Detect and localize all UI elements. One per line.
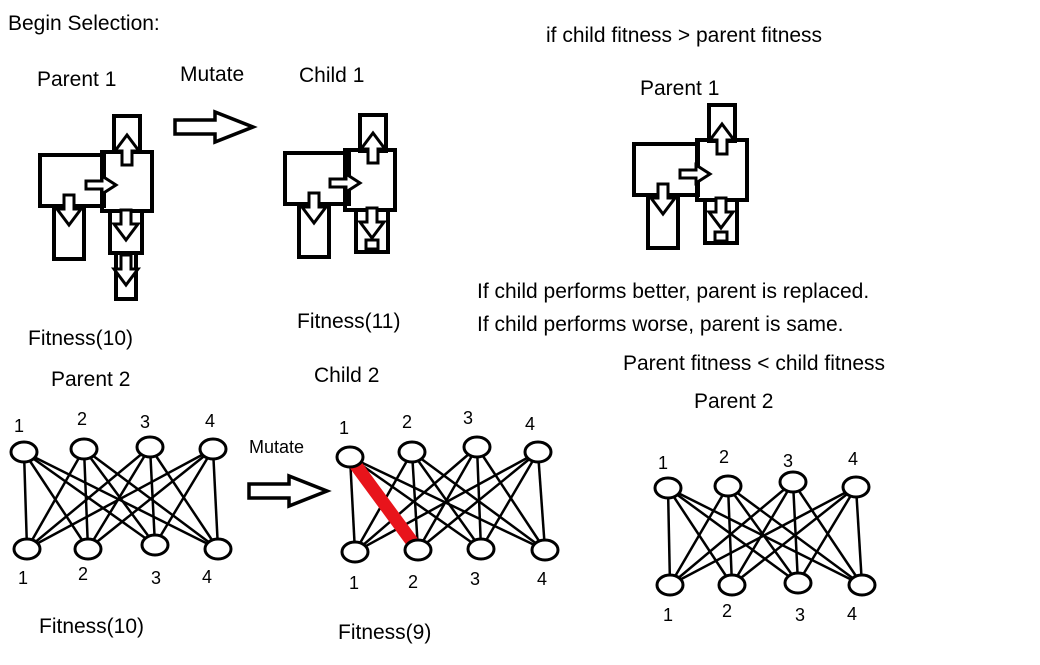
parent-2-top-node-2-label: 2 [77,409,88,429]
child-2-top-node-4 [523,440,553,464]
mutated-connection-highlight [346,456,419,547]
result-bottom-node-2 [717,573,747,597]
mutate-arrow-top [173,110,255,144]
child-2-top-node-2-label: 2 [402,412,413,432]
child-2-bottom-node-2 [403,538,433,562]
parent-2-top-node-4 [198,437,228,461]
network-condition: Parent fitness < child fitness [623,352,886,375]
child-2-top-node-4-label: 4 [525,414,536,434]
parent-2-bottom-node-3 [140,533,170,557]
mutate-label-bottom: Mutate [249,437,305,457]
result-bottom-node-1 [655,573,685,597]
child-2-bottom-node-1 [340,540,370,564]
rule-better: If child performs better, parent is repl… [477,280,870,303]
parent-2-top-node-1 [9,440,39,464]
child-1-fitness: Fitness(11) [297,310,401,333]
result-top-node-3-label: 3 [783,451,794,471]
child-1-robot [283,113,397,259]
parent-2-nodes [9,435,233,561]
parent-2-bottom-node-4-label: 4 [202,567,213,587]
parent-2-top-node-3-label: 3 [140,412,151,432]
result-parent-2-nodes [653,470,877,597]
parent-2-top-node-1-label: 1 [14,416,25,436]
child-2-nodes [335,435,560,564]
child-2-fitness: Fitness(9) [338,621,432,644]
child-2-label: Child 2 [314,364,380,387]
result-parent-1-robot [632,103,749,250]
result-bottom-node-1-label: 1 [663,605,674,625]
parent-1-robot [38,114,154,301]
parent-2-bottom-node-2 [73,537,103,561]
child-2-top-node-3-label: 3 [463,408,474,428]
result-bottom-node-2-label: 2 [722,601,733,621]
selection-condition: if child fitness > parent fitness [546,24,823,47]
result-top-node-2 [713,474,743,498]
child-2-top-node-1 [335,445,365,469]
result-top-node-2-label: 2 [719,447,730,467]
result-parent-2-network [666,481,864,587]
child-2-bottom-node-3-label: 3 [470,569,481,589]
child-2-bottom-node-4 [530,538,560,562]
result-parent-1-label: Parent 1 [640,77,720,100]
result-top-node-4-label: 4 [848,449,859,469]
parent-2-bottom-node-3-label: 3 [151,568,162,588]
parent-1-label: Parent 1 [37,68,117,91]
parent-2-top-node-3 [135,435,165,459]
child-2-top-node-2 [397,440,427,464]
parent-2-bottom-node-1 [12,537,42,561]
result-bottom-node-4 [847,573,877,597]
page-title: Begin Selection: [8,12,160,35]
child-2-top-node-1-label: 1 [339,418,350,438]
mutate-label-top: Mutate [180,63,245,86]
parent-1-fitness: Fitness(10) [28,327,134,350]
parent-2-network [22,446,220,551]
child-2-bottom-node-1-label: 1 [349,573,360,593]
parent-2-bottom-node-2-label: 2 [78,564,89,584]
child-2-bottom-node-2-label: 2 [408,572,419,592]
result-top-node-1 [653,476,683,500]
child-2-bottom-node-3 [466,537,496,561]
result-bottom-node-3 [783,571,813,595]
parent-2-fitness: Fitness(10) [39,615,145,638]
result-bottom-node-4-label: 4 [847,604,858,624]
result-parent-2-label: Parent 2 [694,390,774,413]
result-bottom-node-3-label: 3 [795,605,806,625]
parent-2-top-node-4-label: 4 [205,411,216,431]
rule-worse: If child performs worse, parent is same. [477,313,844,336]
result-top-node-3 [778,470,808,494]
parent-2-bottom-node-1-label: 1 [18,568,29,588]
result-top-node-1-label: 1 [658,453,669,473]
parent-2-top-node-2 [69,437,99,461]
child-1-label: Child 1 [299,64,365,87]
parent-2-bottom-node-4 [203,537,233,561]
child-2-bottom-node-4-label: 4 [537,569,548,589]
mutate-arrow-bottom [247,474,329,508]
result-top-node-4 [841,475,871,499]
child-2-top-node-3 [462,435,492,459]
parent-2-label: Parent 2 [51,368,131,391]
child-2-network [348,446,547,554]
